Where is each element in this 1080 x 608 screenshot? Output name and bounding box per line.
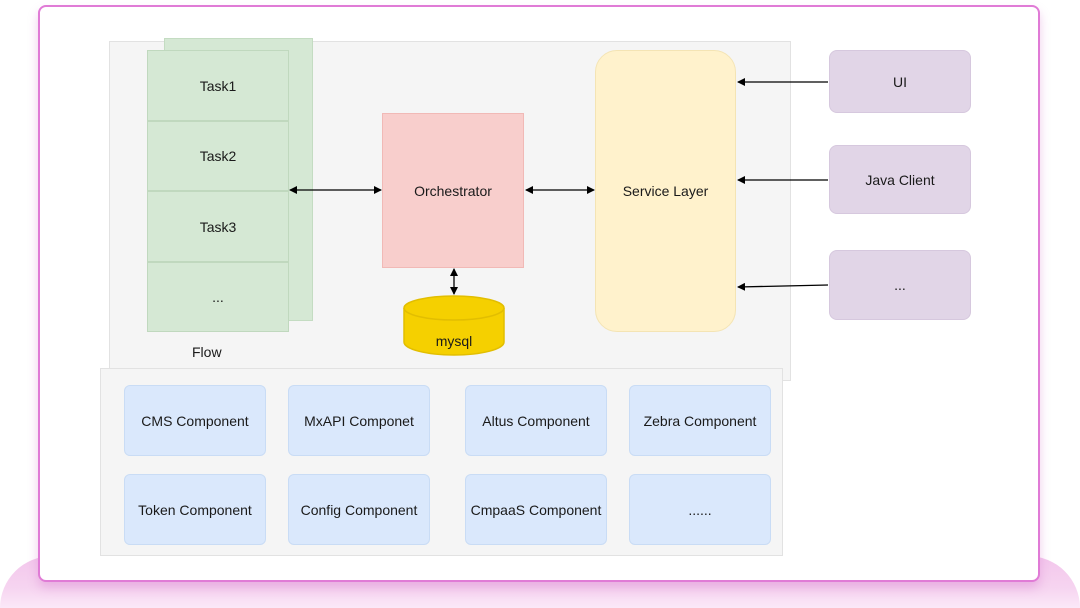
- component-box: Config Component: [288, 474, 430, 545]
- component-label: Altus Component: [482, 412, 590, 429]
- client-label: Java Client: [865, 171, 935, 188]
- service-layer-box: Service Layer: [595, 50, 736, 332]
- component-box: ......: [629, 474, 771, 545]
- component-label: MxAPI Componet: [304, 412, 414, 429]
- component-box: CmpaaS Component: [465, 474, 607, 545]
- task-item: Task1: [147, 50, 289, 121]
- component-label: Token Component: [138, 501, 252, 518]
- mysql-label: mysql: [435, 333, 473, 349]
- client-label: ...: [894, 277, 906, 293]
- orchestrator-box: Orchestrator: [382, 113, 524, 268]
- task-label: Task1: [199, 77, 237, 94]
- component-label: Zebra Component: [643, 412, 757, 429]
- mysql-database-icon: [403, 295, 505, 356]
- task-label: Task3: [199, 218, 237, 235]
- component-box: CMS Component: [124, 385, 266, 456]
- component-label: ......: [688, 501, 712, 518]
- client-java-box: Java Client: [829, 145, 971, 214]
- task-item: Task2: [147, 121, 289, 191]
- task-item: Task3: [147, 191, 289, 262]
- component-box: MxAPI Componet: [288, 385, 430, 456]
- client-label: UI: [893, 73, 907, 90]
- task-label: Task2: [199, 148, 237, 164]
- component-label: CmpaaS Component: [470, 501, 602, 518]
- component-label: CMS Component: [141, 412, 249, 429]
- component-box: Zebra Component: [629, 385, 771, 456]
- component-label: Config Component: [300, 501, 418, 518]
- flow-label: Flow: [192, 344, 222, 360]
- orchestrator-label: Orchestrator: [414, 182, 492, 199]
- component-box: Token Component: [124, 474, 266, 545]
- service-layer-label: Service Layer: [622, 183, 709, 199]
- component-box: Altus Component: [465, 385, 607, 456]
- client-ui-box: UI: [829, 50, 971, 113]
- task-item: ...: [147, 262, 289, 332]
- client-other-box: ...: [829, 250, 971, 320]
- task-label: ...: [212, 289, 224, 305]
